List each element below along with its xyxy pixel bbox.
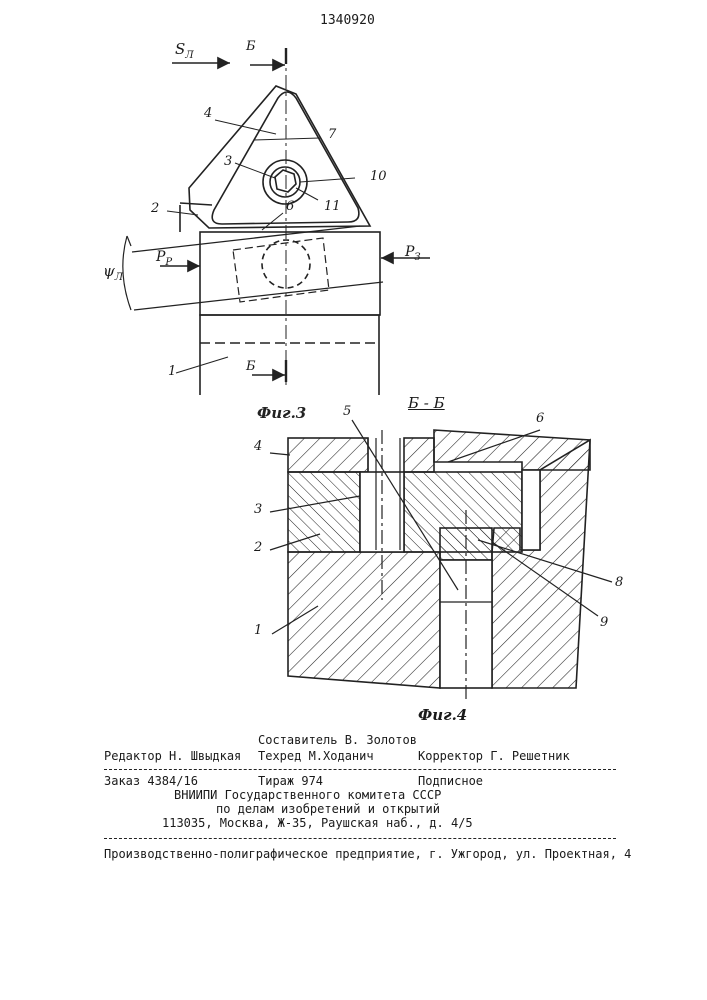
fig4-part-2: 2 <box>254 541 262 555</box>
fig3-part-4: 4 <box>204 107 212 121</box>
org-line-1: ВНИИПИ Государственного комитета СССР <box>174 788 441 802</box>
fig4-part-6: 6 <box>536 412 544 426</box>
techred: Техред М.Ходанич <box>258 749 374 763</box>
fig3-part-7: 7 <box>328 128 336 142</box>
support-plate <box>200 232 380 315</box>
section-insert <box>288 438 368 472</box>
subscription: Подписное <box>418 774 483 788</box>
feed-label: SЛ <box>175 42 194 63</box>
fig3-part-1: 1 <box>168 365 176 379</box>
section-shim <box>288 472 360 552</box>
fig4-caption: Фиг.4 <box>418 708 467 722</box>
fig4-part-9: 9 <box>600 616 608 630</box>
force-left-label: PP <box>156 250 172 270</box>
section-body <box>288 552 440 688</box>
enterprise: Производственно-полиграфическое предприя… <box>104 847 631 861</box>
section-mark-top: Б <box>246 40 256 54</box>
fig4-part-8: 8 <box>615 576 623 590</box>
figure-3-drawing: Фиг.3 <box>0 0 707 430</box>
fig3-part-6: 6 <box>286 200 294 214</box>
fig3-part-10: 10 <box>370 170 387 184</box>
section-title: Б - Б <box>408 396 445 410</box>
pin-hidden-outline <box>233 238 329 302</box>
fig3-part-11: 11 <box>324 200 341 214</box>
footer-divider-1 <box>104 769 616 770</box>
org-line-2: по делам изобретений и открытий <box>216 802 440 816</box>
fig3-part-2: 2 <box>151 202 159 216</box>
force-right-label: PЗ <box>405 245 421 265</box>
section-mark-bottom: Б <box>246 360 256 374</box>
fig4-part-4: 4 <box>254 440 262 454</box>
order: Заказ 4384/16 <box>104 774 198 788</box>
fig4-part-1: 1 <box>254 624 262 638</box>
holder-body-outline <box>200 315 379 395</box>
circulation: Тираж 974 <box>258 774 323 788</box>
angle-label: ψЛ <box>103 264 123 285</box>
editor: Редактор Н. Швыдкая <box>104 749 241 763</box>
fig4-part-3: 3 <box>254 503 262 517</box>
compiler: Составитель В. Золотов <box>258 733 417 747</box>
fig4-part-5: 5 <box>343 405 351 419</box>
address: 113035, Москва, Ж-35, Раушская наб., д. … <box>162 816 473 830</box>
footer-divider-2 <box>104 838 616 839</box>
figure-4-drawing <box>0 400 707 720</box>
fig3-part-3: 3 <box>224 155 232 169</box>
corrector: Корректор Г. Решетник <box>418 749 570 763</box>
